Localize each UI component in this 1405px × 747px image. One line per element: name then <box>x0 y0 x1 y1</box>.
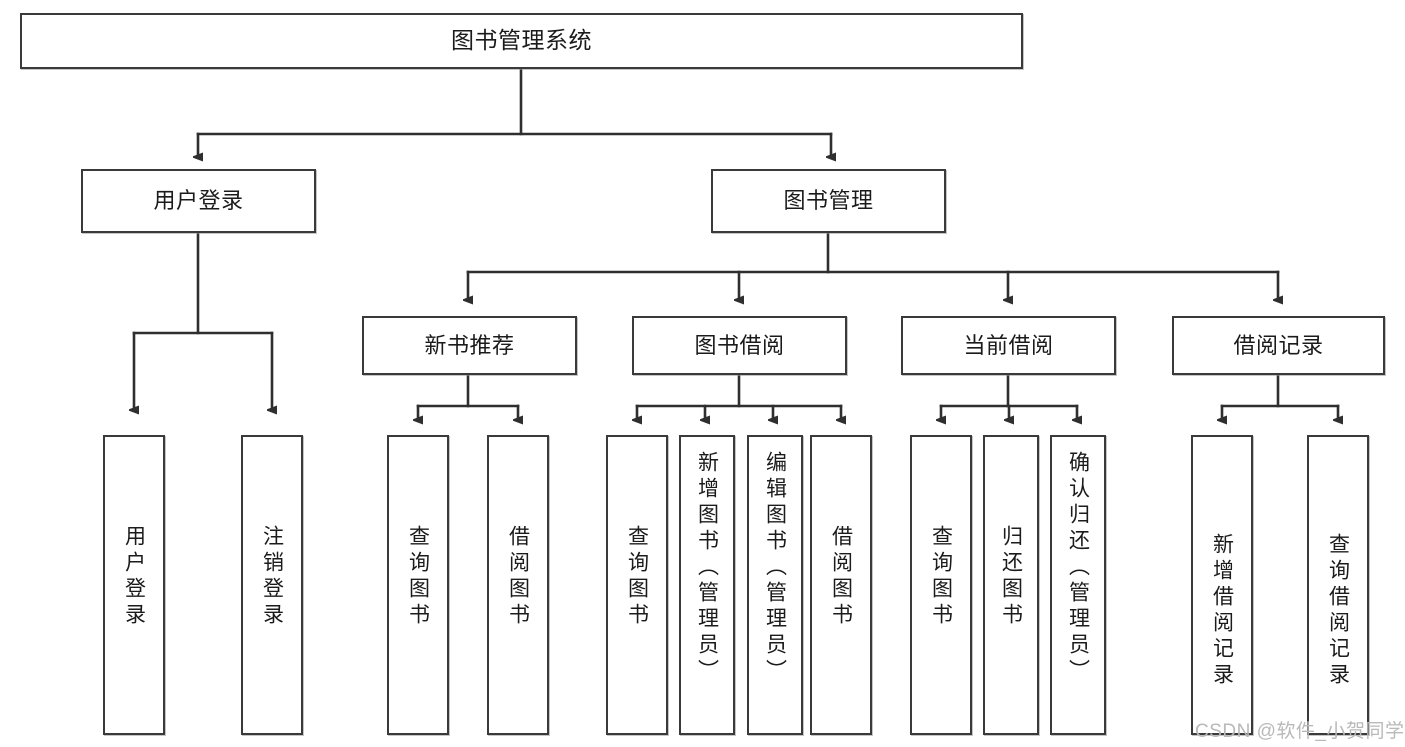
node-book-borrow-label: 图书借阅 <box>694 332 785 358</box>
node-leaf-user-logout-label: 注销登录 <box>260 525 284 629</box>
node-root-system-label: 图书管理系统 <box>451 27 592 54</box>
node-book-manage[interactable]: 图书管理 <box>711 169 946 233</box>
node-leaf-query-book-2[interactable]: 查询图书 <box>606 435 668 735</box>
node-leaf-confirm-return-label: 确认归还（管理员） <box>1066 451 1090 685</box>
node-leaf-query-book-3[interactable]: 查询图书 <box>910 435 972 735</box>
node-leaf-borrow-book-2[interactable]: 借阅图书 <box>810 435 872 735</box>
node-leaf-query-book-1-label: 查询图书 <box>406 525 430 629</box>
node-leaf-add-book-label: 新增图书（管理员） <box>695 451 719 685</box>
node-user-login-label: 用户登录 <box>153 188 244 214</box>
node-leaf-borrow-book-2-label: 借阅图书 <box>829 525 853 629</box>
node-leaf-user-login-label: 用户登录 <box>122 525 146 629</box>
node-leaf-edit-book[interactable]: 编辑图书（管理员） <box>747 435 803 735</box>
node-leaf-add-record-label: 新增借阅记录 <box>1210 533 1234 689</box>
node-leaf-borrow-book-1-label: 借阅图书 <box>506 525 530 629</box>
node-leaf-user-logout[interactable]: 注销登录 <box>241 435 303 735</box>
node-book-borrow[interactable]: 图书借阅 <box>632 316 847 375</box>
node-leaf-confirm-return[interactable]: 确认归还（管理员） <box>1050 435 1106 735</box>
node-leaf-add-book[interactable]: 新增图书（管理员） <box>679 435 735 735</box>
node-leaf-query-book-1[interactable]: 查询图书 <box>387 435 449 735</box>
node-leaf-query-record[interactable]: 查询借阅记录 <box>1307 435 1369 735</box>
node-new-book-recommend[interactable]: 新书推荐 <box>362 316 577 375</box>
node-leaf-query-book-3-label: 查询图书 <box>929 525 953 629</box>
node-leaf-return-book-label: 归还图书 <box>999 525 1023 629</box>
node-current-borrow[interactable]: 当前借阅 <box>901 316 1116 375</box>
node-root-system[interactable]: 图书管理系统 <box>20 13 1023 69</box>
node-new-book-recommend-label: 新书推荐 <box>424 332 515 358</box>
node-leaf-user-login[interactable]: 用户登录 <box>103 435 165 735</box>
node-leaf-return-book[interactable]: 归还图书 <box>983 435 1039 735</box>
node-leaf-borrow-book-1[interactable]: 借阅图书 <box>487 435 549 735</box>
node-borrow-record-label: 借阅记录 <box>1233 332 1324 358</box>
node-current-borrow-label: 当前借阅 <box>963 332 1054 358</box>
node-leaf-edit-book-label: 编辑图书（管理员） <box>763 451 787 685</box>
node-user-login[interactable]: 用户登录 <box>81 169 316 233</box>
node-leaf-add-record[interactable]: 新增借阅记录 <box>1191 435 1253 735</box>
node-leaf-query-book-2-label: 查询图书 <box>625 525 649 629</box>
node-leaf-query-record-label: 查询借阅记录 <box>1326 533 1350 689</box>
node-book-manage-label: 图书管理 <box>783 188 874 214</box>
node-borrow-record[interactable]: 借阅记录 <box>1172 316 1385 375</box>
csdn-watermark: CSDN @软件_小贺同学 <box>1195 721 1405 742</box>
